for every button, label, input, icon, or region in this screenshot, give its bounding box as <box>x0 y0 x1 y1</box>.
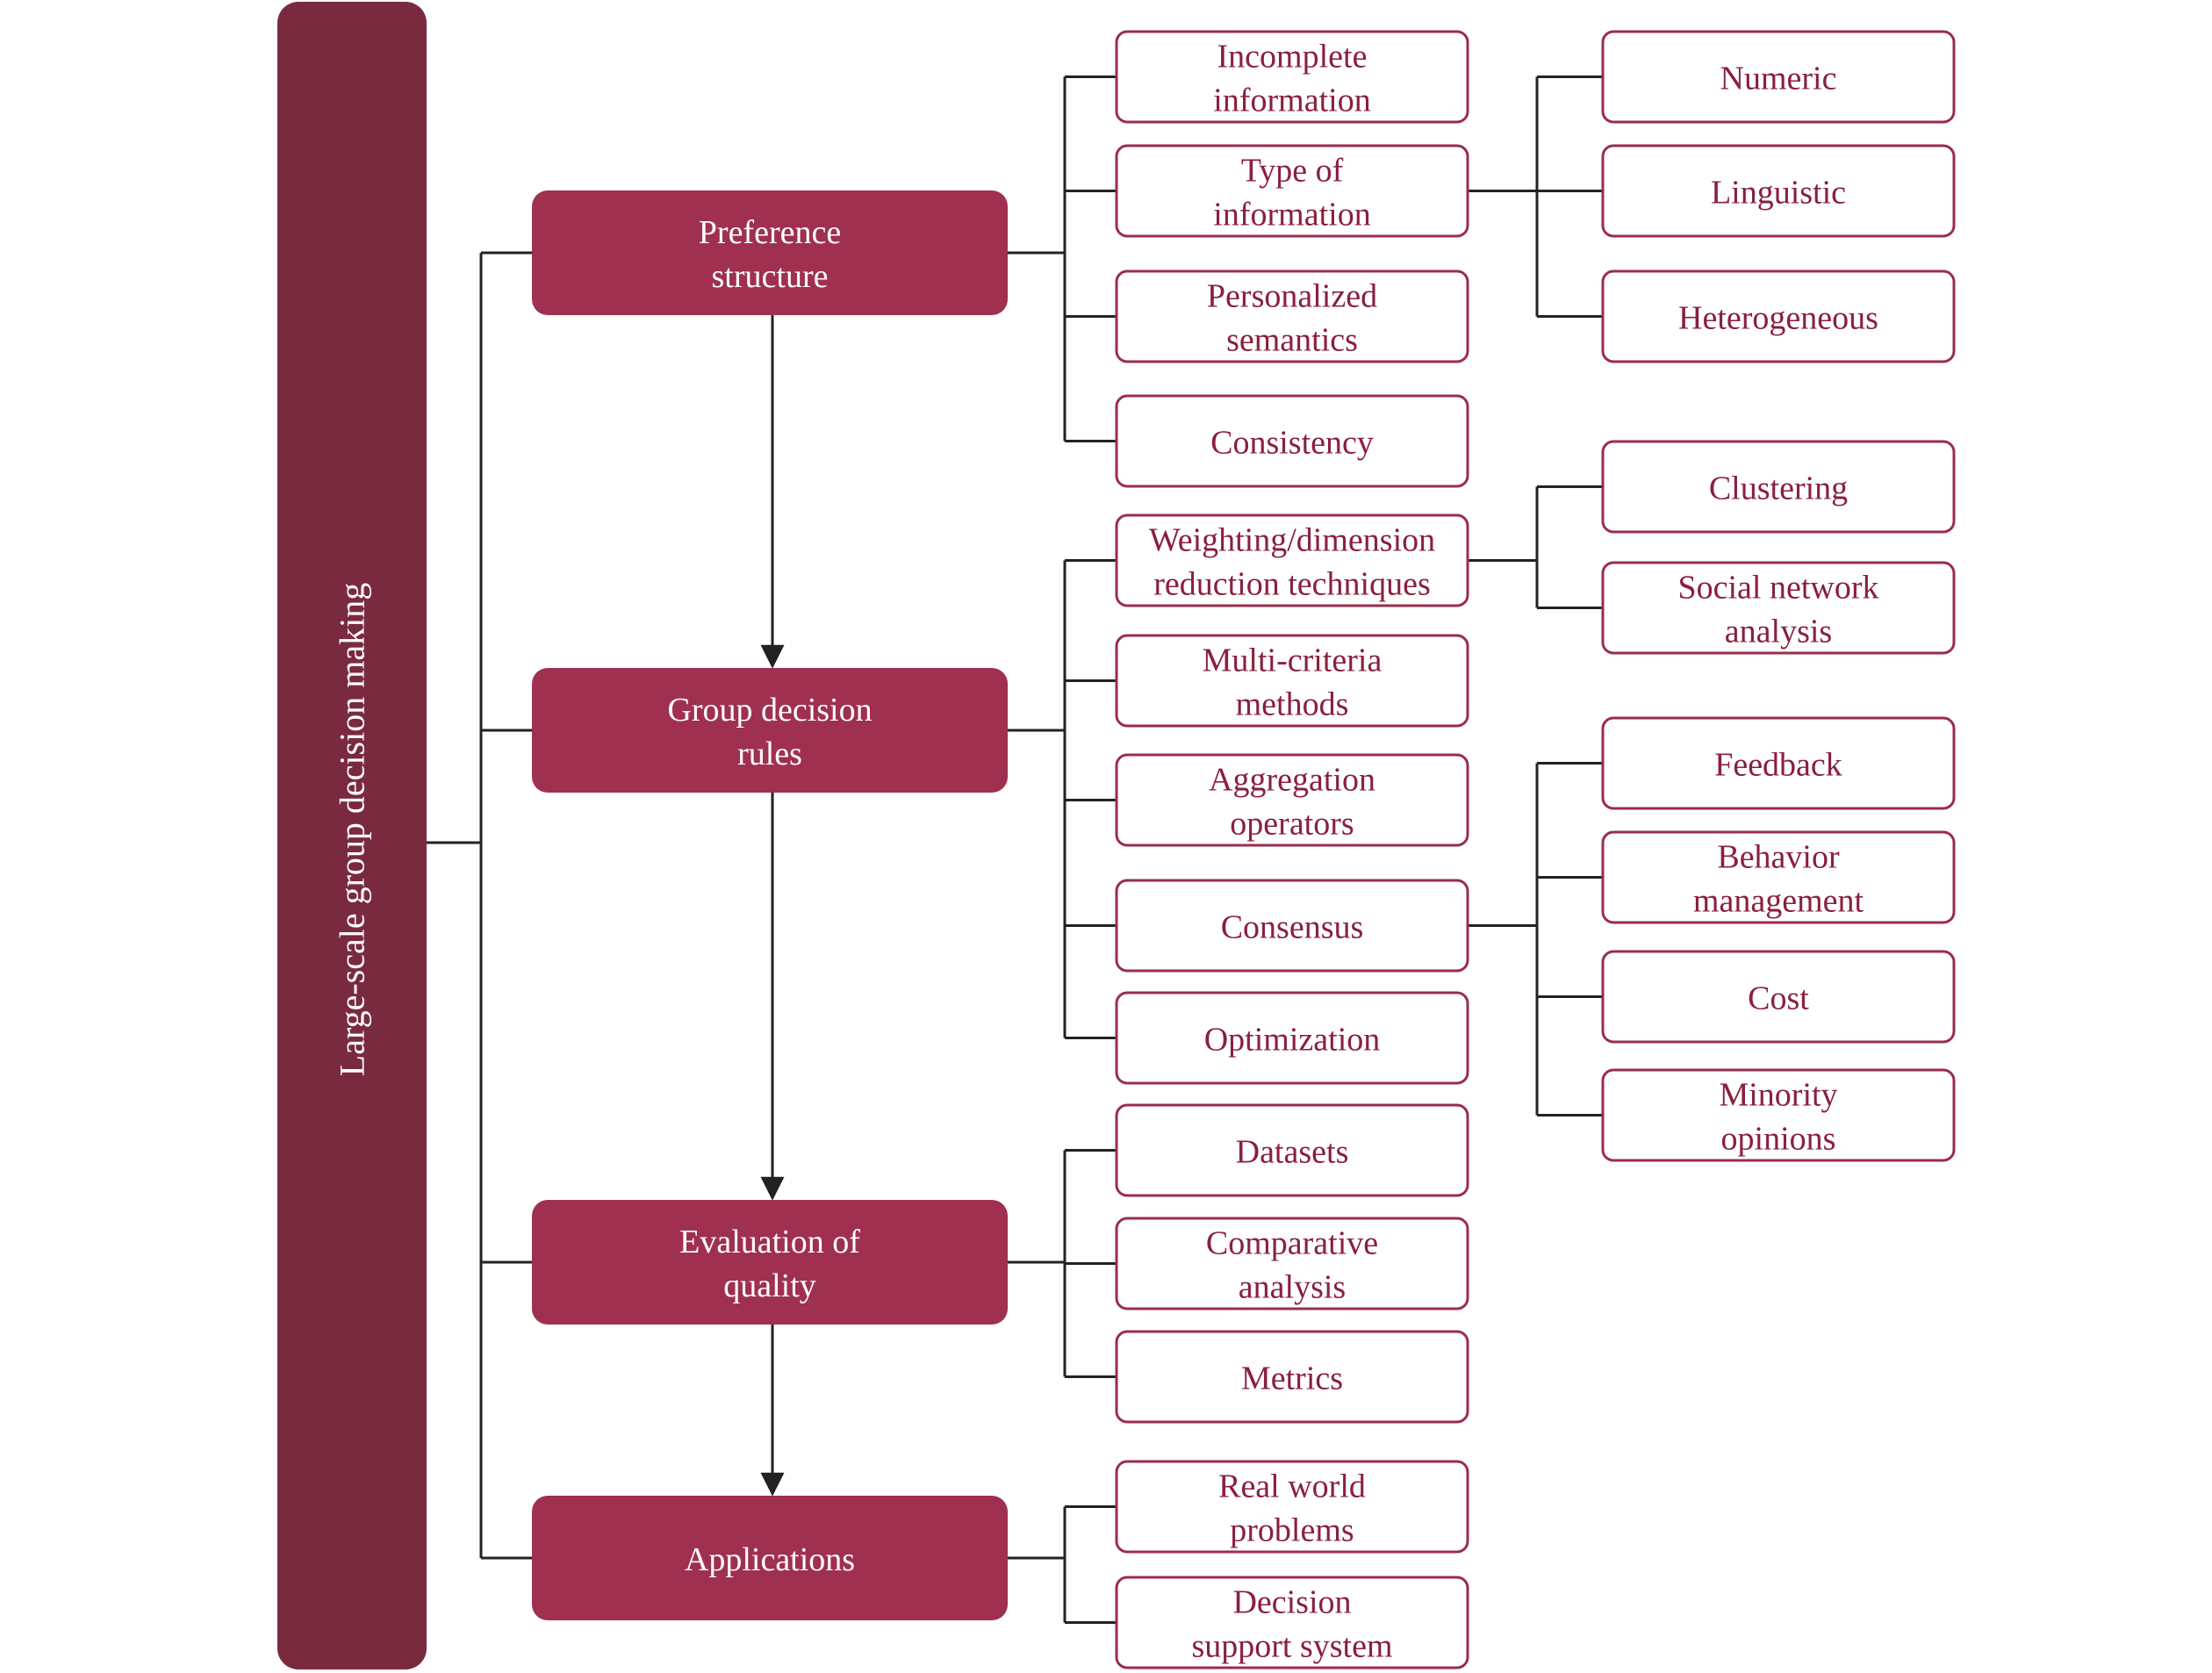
subtopic-aggregation-shape <box>1115 753 1469 847</box>
leaf-behavior-shape <box>1601 830 1956 924</box>
subtopic-optimization-shape <box>1115 991 1469 1085</box>
root-node: Large-scale group decision making <box>277 2 427 1669</box>
subtopic-optimization-label: Optimization <box>1204 1022 1381 1059</box>
leaf-cost: Cost <box>1601 950 1956 1044</box>
root-node-shape <box>277 2 427 1669</box>
category-evaluation-shape <box>532 1200 1008 1325</box>
leaf-sna-shape <box>1601 561 1956 655</box>
leaf-feedback-shape <box>1601 716 1956 810</box>
subtopic-comparative-shape <box>1115 1217 1469 1310</box>
leaf-numeric: Numeric <box>1601 30 1956 124</box>
category-applications-label: Applications <box>685 1541 855 1578</box>
subtopic-multicriteria-shape <box>1115 634 1469 728</box>
subtopic-datasets-shape <box>1115 1103 1469 1197</box>
subtopic-metrics: Metrics <box>1115 1330 1469 1424</box>
leaf-clustering-shape <box>1601 440 1956 534</box>
subtopic-consensus: Consensus <box>1115 879 1469 973</box>
connector-lines <box>427 75 1603 1624</box>
subtopic-consistency-shape <box>1115 394 1469 488</box>
subtopic-weighting-shape <box>1115 513 1469 607</box>
subtopic-real-world-shape <box>1115 1460 1469 1554</box>
leaf-minority-shape <box>1601 1068 1956 1162</box>
leaf-linguistic-shape <box>1601 144 1956 238</box>
leaf-clustering: Clustering <box>1601 440 1956 534</box>
subtopic-consensus-shape <box>1115 879 1469 973</box>
leaf-linguistic: Linguistic <box>1601 144 1956 238</box>
leaf-cost-label: Cost <box>1748 980 1809 1017</box>
subtopic-datasets-label: Datasets <box>1236 1134 1349 1171</box>
root-node-label: Large-scale group decision making <box>333 583 372 1076</box>
subtopic-consistency: Consistency <box>1115 394 1469 488</box>
subtopic-type-info-shape <box>1115 144 1469 238</box>
subtopic-consistency-label: Consistency <box>1210 425 1374 462</box>
subtopic-optimization: Optimization <box>1115 991 1469 1085</box>
leaf-heterogeneous-label: Heterogeneous <box>1678 300 1878 337</box>
category-applications-shape <box>532 1496 1008 1620</box>
subtopic-datasets: Datasets <box>1115 1103 1469 1197</box>
leaf-clustering-label: Clustering <box>1709 470 1848 507</box>
leaf-numeric-shape <box>1601 30 1956 124</box>
leaf-linguistic-label: Linguistic <box>1711 175 1846 212</box>
leaf-heterogeneous-shape <box>1601 269 1956 363</box>
leaf-heterogeneous: Heterogeneous <box>1601 269 1956 363</box>
diagram-nodes: Large-scale group decision making Prefere… <box>277 2 1956 1669</box>
leaf-feedback-label: Feedback <box>1714 747 1842 784</box>
subtopic-metrics-shape <box>1115 1330 1469 1424</box>
leaf-feedback: Feedback <box>1601 716 1956 810</box>
leaf-numeric-label: Numeric <box>1720 61 1837 97</box>
category-group-rules-shape <box>532 668 1008 793</box>
subtopic-personalized-shape <box>1115 269 1469 363</box>
category-preference-shape <box>532 190 1008 315</box>
subtopic-incomplete-shape <box>1115 30 1469 124</box>
subtopic-consensus-label: Consensus <box>1221 909 1364 946</box>
subtopic-metrics-label: Metrics <box>1241 1361 1343 1397</box>
leaf-cost-shape <box>1601 950 1956 1044</box>
subtopic-dss-shape <box>1115 1576 1469 1669</box>
category-applications: Applications <box>532 1496 1008 1620</box>
